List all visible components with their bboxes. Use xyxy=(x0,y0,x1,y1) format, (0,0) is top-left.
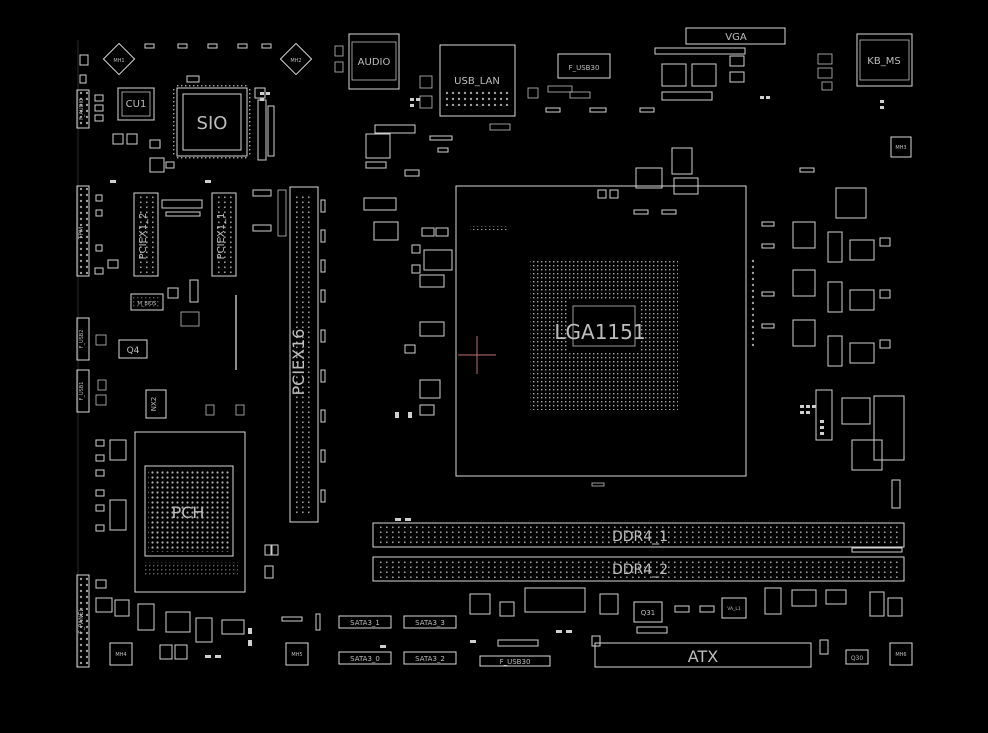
ddr4-slot-1: DDR4_1 xyxy=(372,522,905,548)
f-panel-header: F_PANEL xyxy=(76,574,90,668)
f-usb1-label: F_USB1 xyxy=(79,382,85,401)
f-audio-header: F_AUDIO xyxy=(76,89,90,129)
pciex1-1-label: PCIEX1_1 xyxy=(216,213,227,260)
audio-label: AUDIO xyxy=(358,57,391,68)
vga-label: VGA xyxy=(725,32,747,43)
sata-3-0: SATA3_0 xyxy=(338,651,392,665)
component-va-l1: VA_L1 xyxy=(721,597,747,619)
atx-power-connector: ATX xyxy=(594,642,812,668)
usb-lan-connector: USB_LAN xyxy=(419,44,516,131)
usb-lan-label: USB_LAN xyxy=(454,76,500,87)
pciex16-label: PCIEX16 xyxy=(289,329,308,396)
top-passives xyxy=(79,43,272,84)
q30-label: Q30 xyxy=(851,655,864,662)
f-usb-top-label: F_USB30 xyxy=(569,64,600,72)
pciex1-2-label: PCIEX1_2 xyxy=(138,213,149,260)
mounting-hole-mh6: MH6 xyxy=(889,642,913,666)
nx2-label: NX2 xyxy=(150,397,158,412)
atx-label: ATX xyxy=(688,647,718,666)
cu1-label: CU1 xyxy=(126,99,147,110)
sata32-label: SATA3_2 xyxy=(415,655,445,663)
component-nx2: NX2 xyxy=(145,389,245,419)
sata-3-2: SATA3_2 xyxy=(403,651,457,665)
mh5-label: MH5 xyxy=(291,652,302,658)
sata-3-3: SATA3_3 xyxy=(403,615,457,629)
pch-passives xyxy=(95,439,279,579)
va-l1-label: VA_L1 xyxy=(727,606,741,612)
sata31-label: SATA3_1 xyxy=(350,619,380,627)
super-io-chip: SIO xyxy=(173,84,251,160)
cpu-socket-label: LGA1151 xyxy=(554,320,645,344)
sata30-label: SATA3_0 xyxy=(350,655,380,663)
pcie-x16-slot: PCIEX16 xyxy=(277,186,319,523)
f-panel-label: F_PANEL xyxy=(78,608,85,634)
vga-area-parts xyxy=(654,47,746,101)
mounting-hole-mh1: MH1 xyxy=(102,42,136,76)
bottom-left-parts xyxy=(95,579,321,660)
pcie-x1-slot-1: PCIEX1_1 xyxy=(211,192,237,277)
pcie-x1-slot-2: PCIEX1_2 xyxy=(133,192,159,277)
ddr4-2-label: DDR4_2 xyxy=(612,562,668,578)
vrm-parts xyxy=(761,167,905,553)
q4-label: Q4 xyxy=(127,346,140,356)
mh2-label: MH2 xyxy=(290,58,301,64)
audio-jack: AUDIO xyxy=(334,33,400,90)
f-usb1-header: F_USB1 xyxy=(76,369,90,413)
cpu-top-parts xyxy=(545,107,699,215)
kb-ms-label: KB_MS xyxy=(867,56,900,67)
mh6-label: MH6 xyxy=(895,652,906,658)
mounting-hole-mh2: MH2 xyxy=(279,42,313,76)
misc-passives xyxy=(110,92,884,658)
mh3-label: MH3 xyxy=(895,145,906,151)
f-usb30-top-header: F_USB30 xyxy=(527,53,611,99)
pcie-x1-parts xyxy=(94,189,272,303)
tpm-label: TPM xyxy=(78,227,85,240)
cpu-socket: LGA1151 xyxy=(455,185,754,487)
mounting-hole-mh4: MH4 xyxy=(109,642,133,666)
q31-label: Q31 xyxy=(641,609,655,617)
pciex16-side-parts xyxy=(320,199,326,503)
bios-chip: M_BIOS xyxy=(130,293,200,327)
clock-ic-cu1: CU1 xyxy=(117,87,155,121)
pch-label: PCH xyxy=(172,503,205,522)
f-usb2-label: F_USB2 xyxy=(79,330,85,349)
cpu-left-parts xyxy=(363,124,453,416)
sata-3-1: SATA3_1 xyxy=(338,615,392,629)
tpm-header: TPM xyxy=(76,185,90,277)
f-usb30-label: F_USB30 xyxy=(500,658,531,666)
mounting-hole-mh3: MH3 xyxy=(890,136,912,158)
vga-connector: VGA xyxy=(685,27,786,45)
f-audio-label: F_AUDIO xyxy=(79,98,85,120)
mh4-label: MH4 xyxy=(115,652,126,658)
bottom-mid-parts xyxy=(469,587,903,655)
bios-label: M_BIOS xyxy=(138,301,157,307)
ddr4-slot-2: DDR4_2 xyxy=(372,556,905,582)
f-usb2-header: F_USB2 xyxy=(76,317,90,361)
mh1-label: MH1 xyxy=(113,58,124,64)
ddr4-1-label: DDR4_1 xyxy=(612,529,668,545)
f-usb30-bottom-header: F_USB30 xyxy=(479,655,551,667)
kb-ms-connector: KB_MS xyxy=(817,33,913,91)
transistor-q4: Q4 xyxy=(95,334,148,406)
pch-chip: PCH xyxy=(134,431,246,593)
transistor-q31: Q31 xyxy=(633,601,663,623)
sio-label: SIO xyxy=(197,113,228,134)
sata33-label: SATA3_3 xyxy=(415,619,445,627)
transistor-q30: Q30 xyxy=(845,649,869,665)
mounting-hole-mh5: MH5 xyxy=(285,642,309,666)
